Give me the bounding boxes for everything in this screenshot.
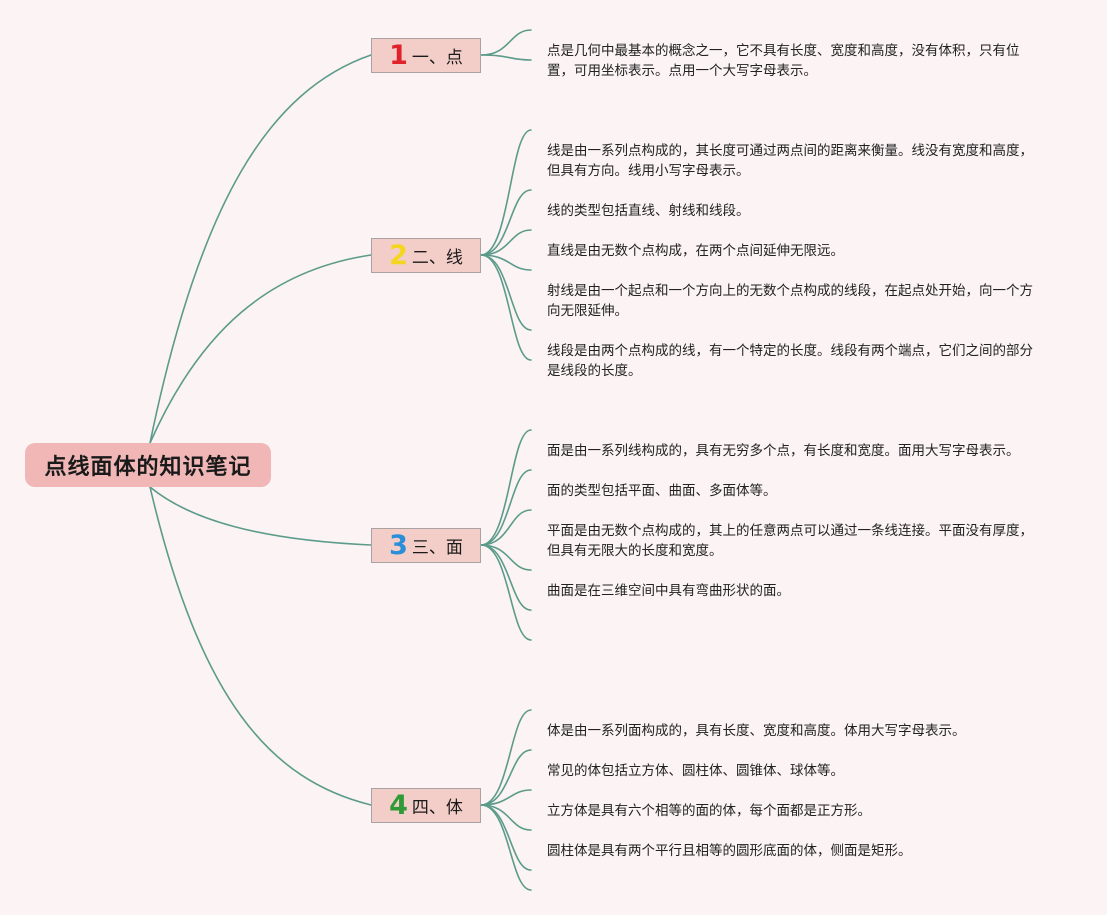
root-title: 点线面体的知识笔记 [44, 455, 252, 480]
branch-topic-line[interactable]: 2 二、线 [371, 238, 481, 273]
link-branch-2-leaf [480, 189, 532, 256]
number-3-icon: 3 [389, 530, 408, 561]
note-line-2: 线的类型包括直线、射线和线段。 [547, 203, 750, 219]
note-point-1: 点是几何中最基本的概念之一，它不具有长度、宽度和高度，没有体积，只有位置，可用坐… [547, 43, 1020, 79]
link-branch-4-leaf [480, 789, 532, 806]
link-branch-3-leaf [480, 429, 532, 546]
note-surface-4: 曲面是在三维空间中具有弯曲形状的面。 [547, 583, 790, 599]
link-branch-1-leaf [480, 29, 532, 56]
number-1-icon: 1 [389, 40, 408, 71]
link-branch-2-leaf [480, 129, 532, 256]
link-branch-4-leaf [480, 749, 532, 806]
link-root-branch-2 [149, 254, 372, 444]
link-branch-4-leaf [480, 804, 532, 891]
link-branch-3-leaf [480, 544, 532, 641]
note-solid-1: 体是由一系列面构成的，具有长度、宽度和高度。体用大写字母表示。 [547, 723, 966, 739]
number-4-icon: 4 [389, 790, 408, 821]
note-line-5: 线段是由两个点构成的线，有一个特定的长度。线段有两个端点，它们之间的部分是线段的… [547, 343, 1033, 379]
link-branch-3-leaf [480, 544, 532, 571]
note-surface-1: 面是由一系列线构成的，具有无穷多个点，有长度和宽度。面用大写字母表示。 [547, 443, 1020, 459]
link-root-branch-4 [149, 486, 372, 806]
branch-label: 四、体 [411, 798, 463, 818]
branch-topic-surface[interactable]: 3 三、面 [371, 528, 481, 563]
link-branch-3-leaf [480, 469, 532, 546]
note-solid-4: 圆柱体是具有两个平行且相等的圆形底面的体，侧面是矩形。 [547, 843, 912, 859]
link-branch-2-leaf [480, 254, 532, 331]
link-branch-2-leaf [480, 254, 532, 271]
note-surface-3: 平面是由无数个点构成的，其上的任意两点可以通过一条线连接。平面没有厚度，但具有无… [547, 523, 1033, 559]
note-line-4: 射线是由一个起点和一个方向上的无数个点构成的线段，在起点处开始，向一个方向无限延… [547, 283, 1033, 319]
link-root-branch-3 [149, 486, 372, 546]
note-line-3: 直线是由无数个点构成，在两个点间延伸无限远。 [547, 243, 844, 259]
link-root-branch-1 [149, 54, 372, 444]
note-surface-2: 面的类型包括平面、曲面、多面体等。 [547, 483, 777, 499]
branch-label: 二、线 [411, 248, 463, 268]
branch-topic-point[interactable]: 1 一、点 [371, 38, 481, 73]
link-branch-4-leaf [480, 804, 532, 831]
branch-topic-solid[interactable]: 4 四、体 [371, 788, 481, 823]
link-branch-2-leaf [480, 254, 532, 361]
note-line-1: 线是由一系列点构成的，其长度可通过两点间的距离来衡量。线没有宽度和高度，但具有方… [547, 143, 1033, 179]
root-topic[interactable]: 点线面体的知识笔记 [25, 443, 271, 487]
link-branch-3-leaf [480, 509, 532, 546]
note-solid-2: 常见的体包括立方体、圆柱体、圆锥体、球体等。 [547, 763, 844, 779]
number-2-icon: 2 [389, 240, 408, 271]
link-branch-1-leaf [480, 54, 532, 61]
branch-label: 三、面 [411, 538, 463, 558]
link-branch-2-leaf [480, 229, 532, 256]
link-branch-4-leaf [480, 709, 532, 806]
branch-label: 一、点 [411, 48, 463, 68]
note-solid-3: 立方体是具有六个相等的面的体，每个面都是正方形。 [547, 803, 871, 819]
